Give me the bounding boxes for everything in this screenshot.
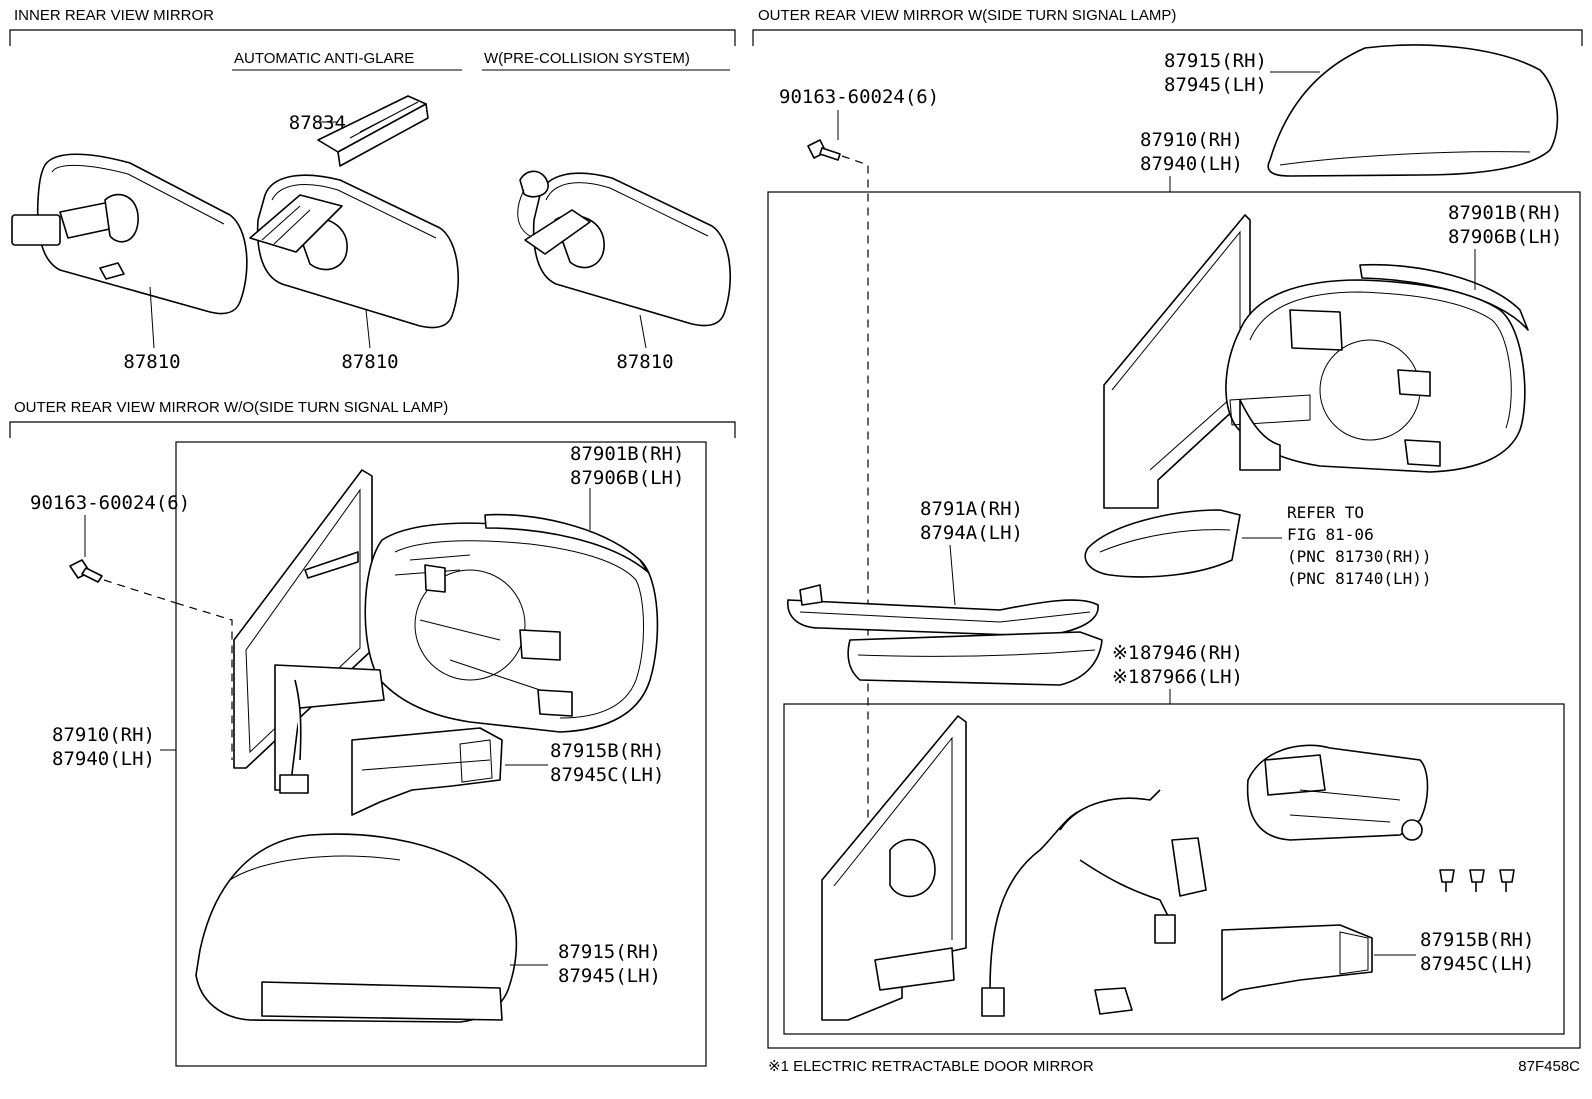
leader-line [365,309,371,349]
part-label-housing-lh: 87906B(LH) [1448,226,1562,248]
section-title-outer-w: OUTER REAR VIEW MIRROR W(SIDE TURN SIGNA… [758,7,1176,24]
part-label-mirror-rh: 87910(RH) [52,724,155,746]
part-label-mirror-rh: 87910(RH) [1140,129,1243,151]
part-label-87834: 87834 [289,112,346,134]
part-label-retract-rh: 87946(RH) [1140,642,1243,664]
wo-cover-b-drawing [351,727,503,816]
wo-cover-drawing [195,833,518,1023]
part-label-lamp-holder-rh: 8791A(RH) [920,498,1023,520]
retract-mark: ※1 [1112,642,1139,664]
section-bracket-outer-wo [9,421,736,438]
w-screws-drawing [1439,869,1515,892]
w-cover-drawing [1267,44,1559,177]
part-label-inner-mirror: 87810 [123,351,180,373]
part-label-screw: 90163-60024(6) [779,86,939,108]
part-label-cover-lh: 87945(LH) [1164,74,1267,96]
refer-text: FIG 81-06 [1287,525,1374,544]
part-label-cover-b-rh: 87915B(RH) [1420,929,1534,951]
section-title-outer-wo: OUTER REAR VIEW MIRROR W/O(SIDE TURN SIG… [14,399,448,416]
w-motor-drawing [1246,744,1429,841]
wo-base-drawing [274,664,385,794]
w-base-drawing [821,715,967,1021]
w-housing-drawing [1225,263,1529,473]
part-label-cover-rh: 87915(RH) [1164,50,1267,72]
w-harness-drawing [981,789,1207,1017]
part-label-inner-mirror: 87810 [341,351,398,373]
w-lamp-holder-drawing [787,584,1099,637]
leader-line [149,286,155,349]
w-mirror-glass-drawing [1103,214,1251,509]
part-label-housing-rh: 87901B(RH) [1448,202,1562,224]
dashed-assembly-line [103,579,233,760]
assembly-box-retract [783,703,1565,1035]
part-label-cover-b-rh: 87915B(RH) [550,740,664,762]
part-label-cover-c-lh: 87945C(LH) [1420,953,1534,975]
part-label-mirror-lh: 87940(LH) [1140,153,1243,175]
retract-mark: ※1 [1112,666,1139,688]
w-cover-b-under-drawing [847,631,1103,686]
inner-mirror-drawing-3 [517,170,732,327]
part-label-cover-c-lh: 87945C(LH) [550,764,664,786]
section-bracket-outer-w [752,29,1583,46]
figure-code: 87F458C [1518,1058,1580,1075]
part-label-cover-rh: 87915(RH) [558,941,661,963]
dashed-assembly-line [841,155,869,950]
wo-housing-drawing [364,513,659,733]
part-label-screw: 90163-60024(6) [30,492,190,514]
screw-drawing [69,559,103,583]
part-label-inner-mirror: 87810 [616,351,673,373]
wo-mirror-glass-drawing [233,469,373,769]
part-label-mirror-lh: 87940(LH) [52,748,155,770]
part-label-cover-lh: 87945(LH) [558,965,661,987]
inner-mirror-drawing-2 [249,174,460,329]
w-cover-b-drawing [1221,924,1373,1001]
sensor-drawing [317,95,429,167]
footnote: ※1 ELECTRIC RETRACTABLE DOOR MIRROR [768,1058,1094,1075]
screw-drawing [807,139,841,161]
part-label-lamp-holder-lh: 8794A(LH) [920,522,1023,544]
part-label-retract-lh: 87966(LH) [1140,666,1243,688]
refer-text: REFER TO [1287,503,1364,522]
leader-line [949,544,956,606]
section-bracket-inner [9,29,736,46]
refer-text: (PNC 81740(LH)) [1287,569,1432,588]
inner-mirror-drawing-1 [11,153,248,315]
leader-line [639,314,647,349]
section-title-inner: INNER REAR VIEW MIRROR [14,7,214,24]
w-clip-drawing [1094,987,1133,1015]
assembly-box-wo [175,441,707,1067]
refer-text: (PNC 81730(RH)) [1287,547,1432,566]
subhead-auto-anti-glare: AUTOMATIC ANTI-GLARE [234,50,414,67]
assembly-box-w [767,191,1581,1049]
w-lamp-drawing [1084,509,1241,578]
part-label-housing-rh: 87901B(RH) [570,443,684,465]
part-label-housing-lh: 87906B(LH) [570,467,684,489]
subhead-pre-collision: W(PRE-COLLISION SYSTEM) [484,50,690,67]
